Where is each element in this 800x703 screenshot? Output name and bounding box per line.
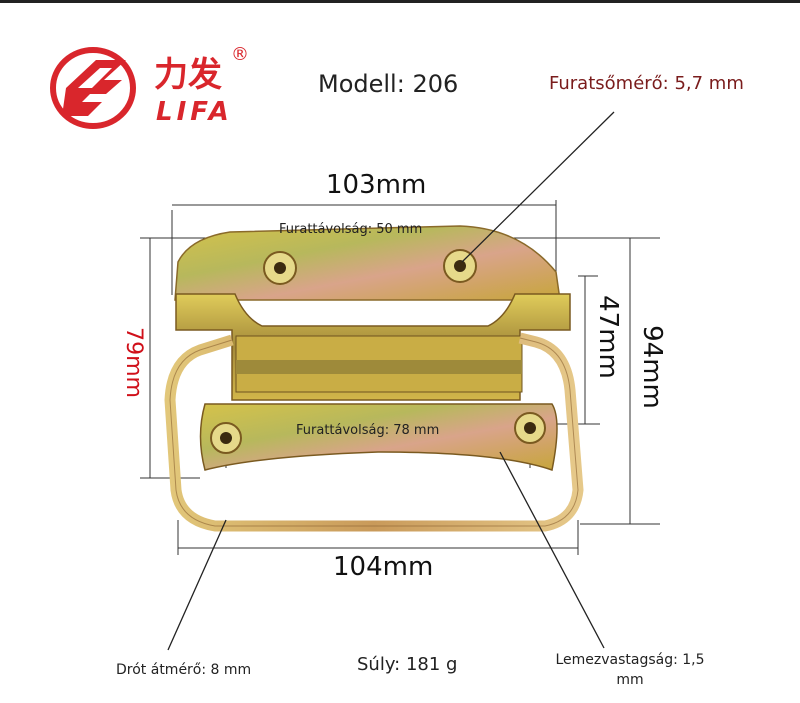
bore-diameter-label: Furatsőmérő: 5,7 mm [549,73,744,94]
lifa-logo: 力发 ® LIFA [50,44,249,129]
hole-spacing-bottom-label: Furattávolság: 78 mm [296,423,440,438]
height-inner-label: 47mm [592,295,623,379]
top-border-line [0,0,800,3]
brand-latin: LIFA [156,97,233,127]
registered-mark: ® [231,44,249,65]
brand-chinese: 力发 [154,55,222,95]
weight-label: Súly: 181 g [357,654,458,675]
wire-diameter-label: Drót átmérő: 8 mm [116,662,252,678]
model-label: Modell: 206 [318,70,459,98]
plate-thickness-label: Lemezvastagság: 1,5 mm [555,652,705,688]
width-top-label: 103mm [326,170,427,200]
height-left-label: 79mm [120,327,146,398]
height-right-label: 94mm [636,325,667,409]
hole-spacing-top-label: Furattávolság: 50 mm [279,222,423,237]
width-bottom-label: 104mm [333,552,434,582]
